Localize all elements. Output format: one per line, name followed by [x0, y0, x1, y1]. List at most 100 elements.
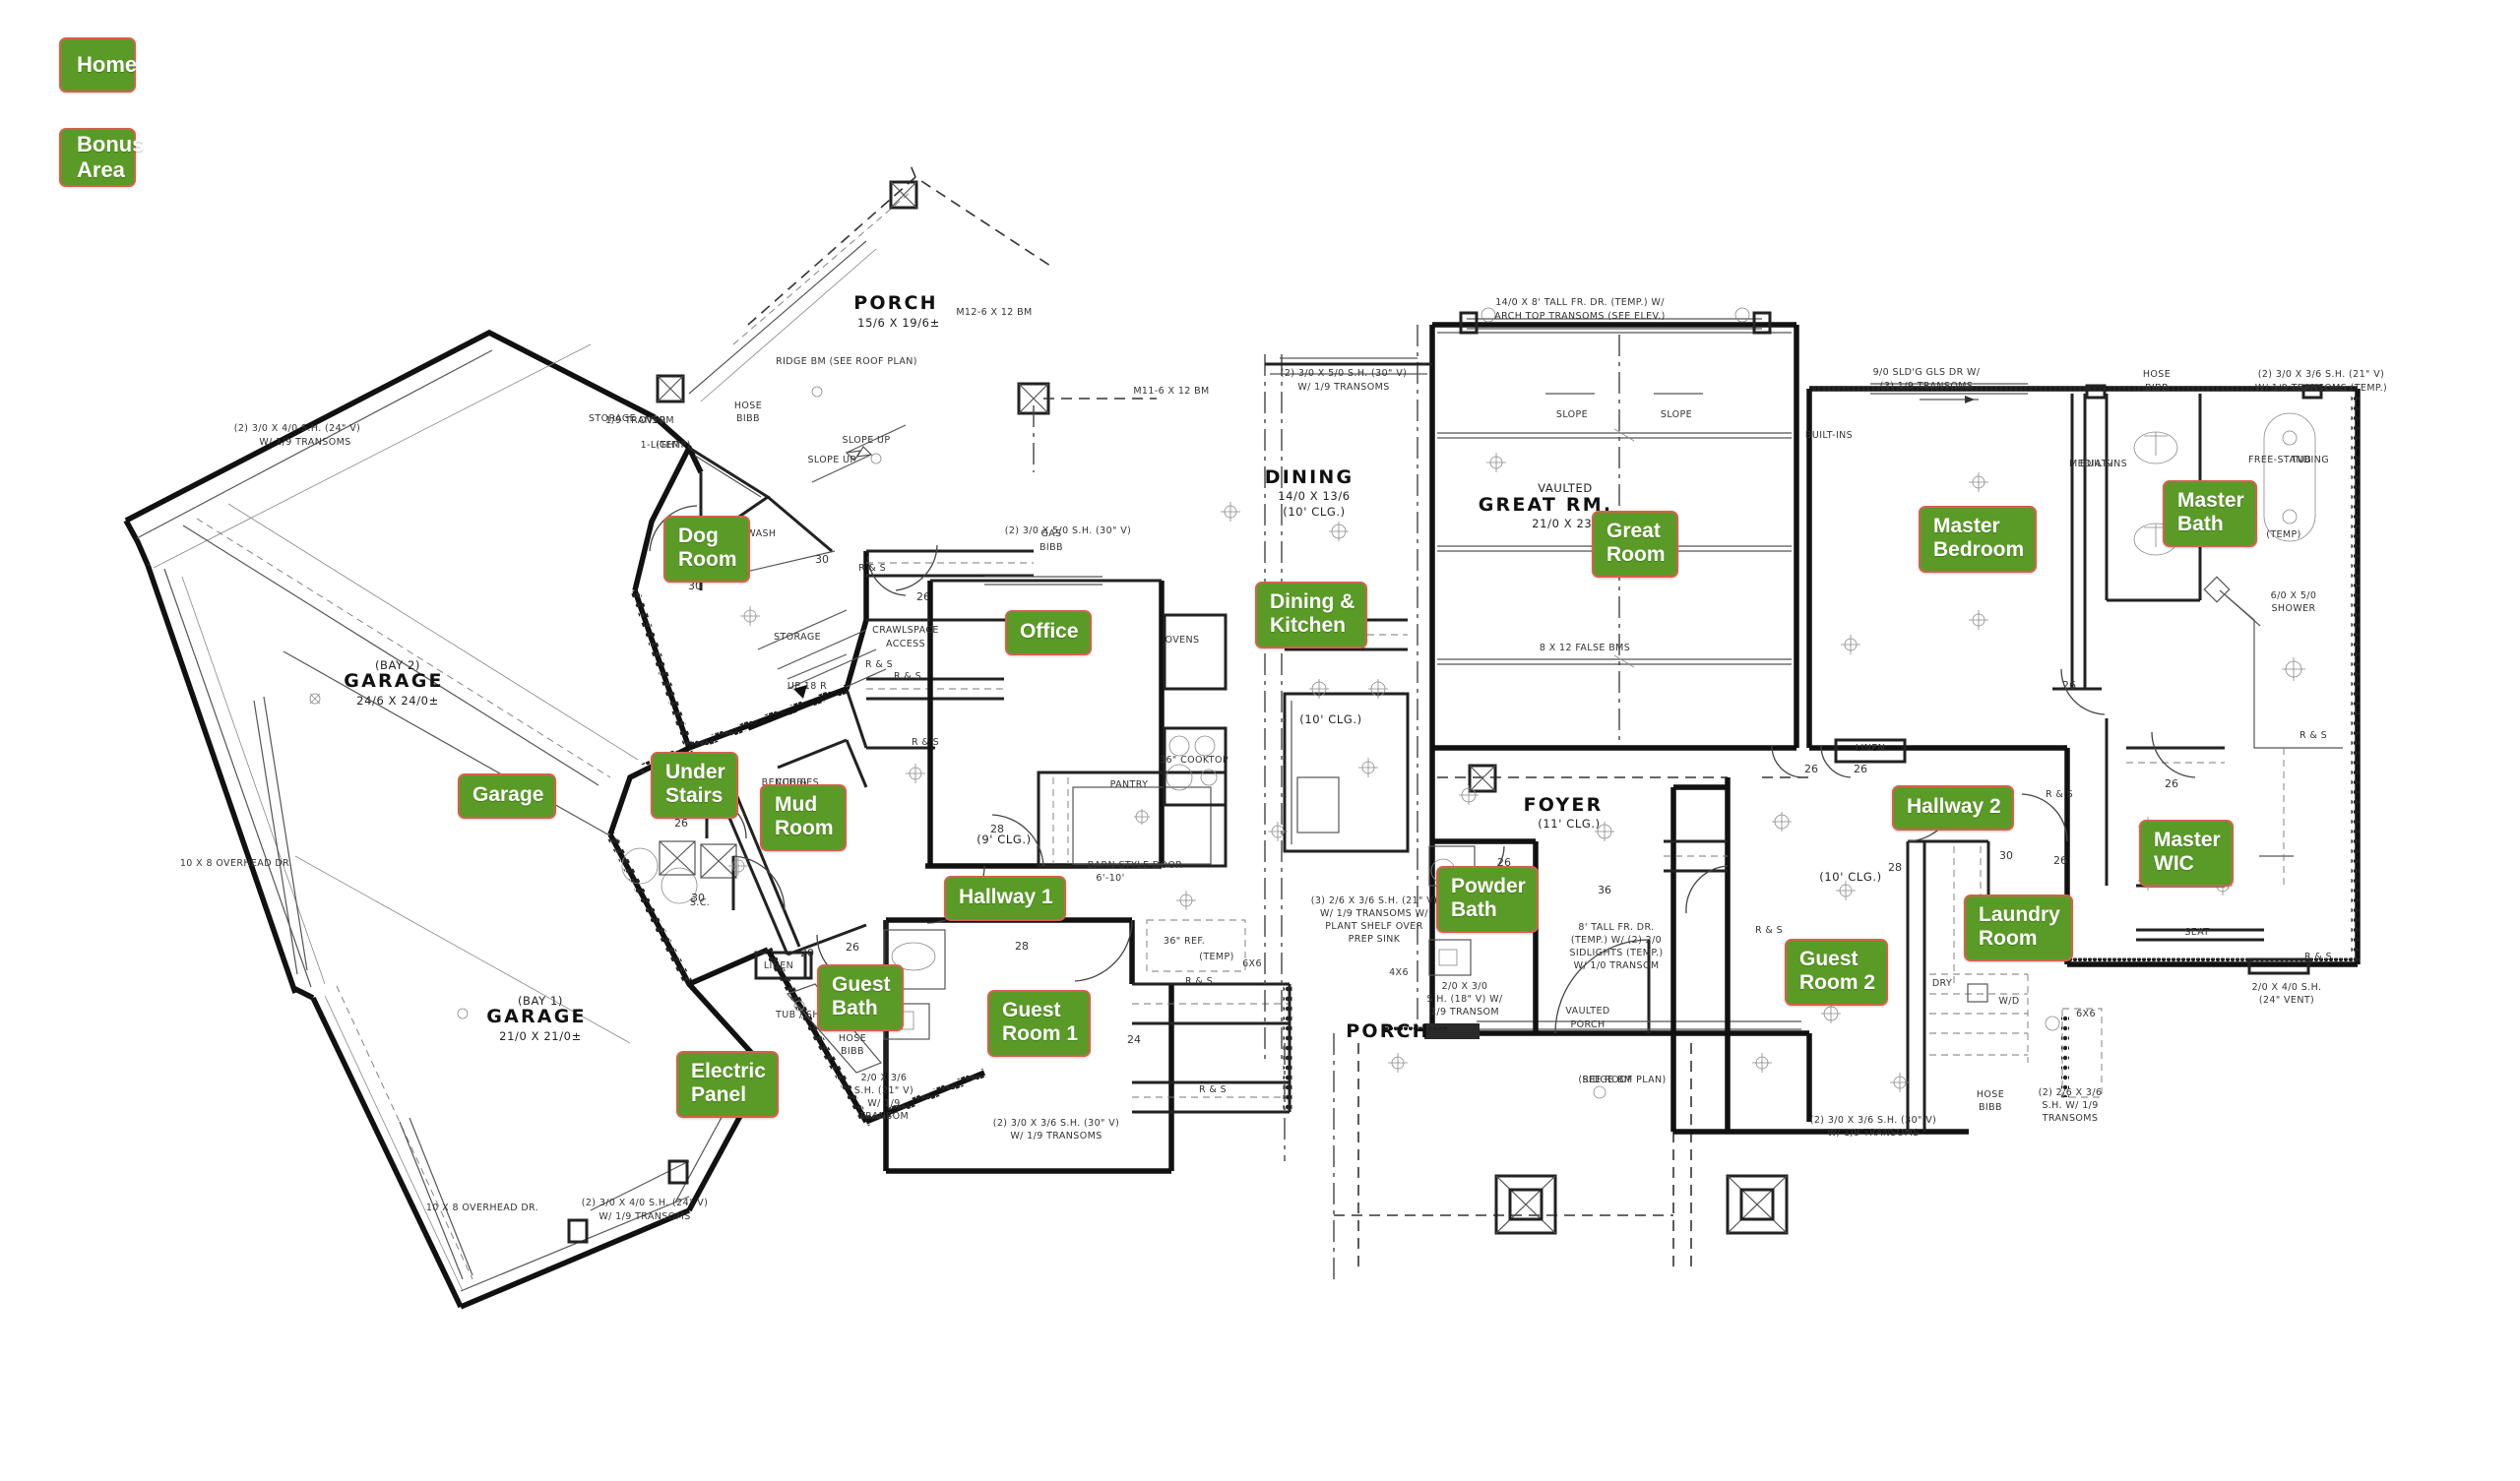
front-porch — [656, 164, 1157, 483]
plan-text: W/ 1/9 TRANSOMS — [259, 437, 350, 448]
plan-text: (BAY 1) — [518, 994, 563, 1008]
svg-text:26: 26 — [2062, 679, 2076, 692]
plan-text: BIBB — [841, 1046, 864, 1057]
plan-text: R & S — [912, 737, 939, 748]
room-label-mud-room[interactable]: Mud Room — [760, 784, 847, 851]
plan-text: (2) 3/0 X 4/0 S.H. (24" V) — [234, 423, 360, 434]
plan-text: BIBB — [736, 413, 760, 424]
room-label-laundry-room[interactable]: Laundry Room — [1964, 895, 2073, 961]
plan-text: BENCH & — [762, 777, 808, 788]
room-label-under-stairs[interactable]: Under Stairs — [651, 752, 738, 819]
svg-text:28: 28 — [1015, 940, 1029, 953]
svg-text:20: 20 — [800, 947, 814, 959]
plan-text: (2) 3/0 X 3/6 S.H. (21" V) — [2258, 369, 2384, 380]
svg-text:26: 26 — [674, 817, 688, 830]
plan-text: 36" REF. — [1164, 936, 1205, 947]
plan-text: (10' CLG.) — [1299, 712, 1361, 726]
plan-text: R & S — [894, 671, 921, 682]
plan-text: BUILT-INS — [1805, 430, 1853, 441]
plan-text: (TEMP.) W/ (2) 2/0 — [1571, 935, 1662, 946]
plan-text: (10' CLG.) — [1819, 870, 1881, 884]
plan-text: DRY — [1932, 978, 1952, 989]
room-label-master-wic[interactable]: Master WIC — [2139, 820, 2234, 887]
plan-text: M12-6 X 12 BM — [956, 307, 1032, 318]
plan-text: UP 18 R — [788, 681, 827, 692]
plan-text: MEDIA & — [2069, 459, 2112, 469]
plan-text: R & S — [1199, 1084, 1227, 1095]
nav-home-button[interactable]: Home — [59, 37, 137, 93]
room-label-guest-room-1[interactable]: Guest Room 1 — [987, 990, 1092, 1057]
plan-text: HOSE — [839, 1033, 866, 1044]
room-label-guest-room-2[interactable]: Guest Room 2 — [1785, 939, 1889, 1006]
plan-text: PORCH — [853, 292, 938, 314]
room-label-guest-bath[interactable]: Guest Bath — [817, 964, 904, 1031]
plan-text: (BAY 2) — [375, 658, 420, 672]
plan-text: TUB / SHOWER — [775, 1010, 850, 1020]
plan-text: 6/0 X 5/0 — [2271, 590, 2317, 601]
room-label-hallway-1[interactable]: Hallway 1 — [944, 876, 1066, 921]
plan-text: TRANSOMS — [2042, 1113, 2099, 1124]
plan-text: 2/0 X 4/0 S.H. — [2252, 982, 2322, 993]
room-label-office[interactable]: Office — [1005, 610, 1092, 655]
hall2-laundry-guest2: 28 30 26 26 26 — [1664, 738, 2103, 1135]
plan-text: STORAGE — [774, 632, 821, 643]
plan-text: 4X6 — [1389, 967, 1409, 978]
plan-text: (2) 3/0 X 3/6 S.H. (30" V) — [1810, 1115, 1936, 1126]
plan-text: 14/0 X 13/6 — [1278, 489, 1350, 503]
nav-bonus-area-button[interactable]: Bonus Area — [59, 128, 144, 187]
guest-bath-area: 26 20 — [567, 920, 986, 1244]
plan-text: M11-6 X 12 BM — [1133, 386, 1209, 397]
plan-text: PREP SINK — [1349, 934, 1401, 945]
plan-text: DINING — [1265, 466, 1354, 488]
plan-text: RIDGE BM (SEE ROOF PLAN) — [776, 356, 917, 367]
plan-text: 1/9 TRANSOM — [605, 415, 674, 426]
room-label-dog-room[interactable]: Dog Room — [663, 516, 750, 583]
plan-text: W/ 1/9 TRANSOMS (TEMP.) — [2255, 383, 2387, 394]
plan-text: OVENS — [1166, 635, 1200, 646]
plan-text: PORCH — [1346, 1020, 1430, 1042]
room-label-hallway-2[interactable]: Hallway 2 — [1892, 785, 2014, 831]
plan-text: 8 X 12 FALSE BMS — [1540, 643, 1630, 653]
svg-text:36: 36 — [1598, 884, 1611, 896]
room-label-master-bedroom[interactable]: Master Bedroom — [1919, 506, 2038, 573]
plan-text: 10 X 8 OVERHEAD DR. — [180, 858, 292, 869]
plan-text: BUILT-INS — [2080, 459, 2127, 469]
room-label-dining-kitchen[interactable]: Dining & Kitchen — [1255, 582, 1368, 648]
plan-text: GAS — [1040, 528, 1061, 539]
svg-text:30: 30 — [1999, 849, 2013, 862]
plan-dimension-text-group: 15/6 X 19/6±14/0 X 13/6(10' CLG.)VAULTED… — [356, 316, 2224, 1043]
plan-text: TUB — [2291, 455, 2311, 465]
plan-text: 15/6 X 19/6± — [857, 316, 940, 330]
svg-text:30: 30 — [691, 892, 705, 904]
plan-text: FREE-STANDING — [2248, 455, 2329, 465]
dining-kitchen — [1264, 325, 1435, 1063]
plan-text: SLOPE — [1661, 409, 1692, 420]
svg-text:26: 26 — [1804, 763, 1818, 775]
plan-text: SHOWER — [2271, 603, 2315, 614]
room-label-powder-bath[interactable]: Powder Bath — [1436, 866, 1539, 933]
plan-text: S.H. W/ 1/9 — [2042, 1100, 2098, 1111]
plan-text: W/ 1/9 TRANSOMS — [1297, 382, 1389, 393]
plan-text: (24" VENT) — [2259, 995, 2314, 1006]
plan-text: CUBBIES — [776, 777, 819, 788]
plan-text: R & S — [1755, 925, 1783, 936]
plan-text: 24/6 X 24/0± — [356, 694, 439, 708]
room-label-great-room[interactable]: Great Room — [1592, 511, 1678, 578]
plan-text: CRAWLSPACE — [872, 625, 939, 636]
plan-text: HOSE — [1977, 1089, 2004, 1100]
navigation-panel: Home Bonus Area — [59, 37, 144, 187]
svg-text:26: 26 — [2165, 777, 2178, 790]
plan-text: SLOPE UP — [807, 455, 855, 465]
plan-text: 8' TALL FR. DR. — [1578, 922, 1654, 933]
room-label-garage[interactable]: Garage — [458, 773, 557, 819]
plan-text: R & S — [865, 659, 893, 670]
plan-text: (11' CLG.) — [1538, 817, 1600, 831]
plan-text: HOSE — [734, 401, 762, 411]
room-label-electric-panel[interactable]: Electric Panel — [676, 1051, 779, 1118]
svg-text:28: 28 — [990, 823, 1004, 835]
plan-text: ARCH TOP TRANSOMS (SEE ELEV.) — [1494, 311, 1666, 322]
plan-text: 6X6 — [1242, 958, 1262, 969]
room-label-master-bath[interactable]: Master Bath — [2163, 480, 2257, 547]
